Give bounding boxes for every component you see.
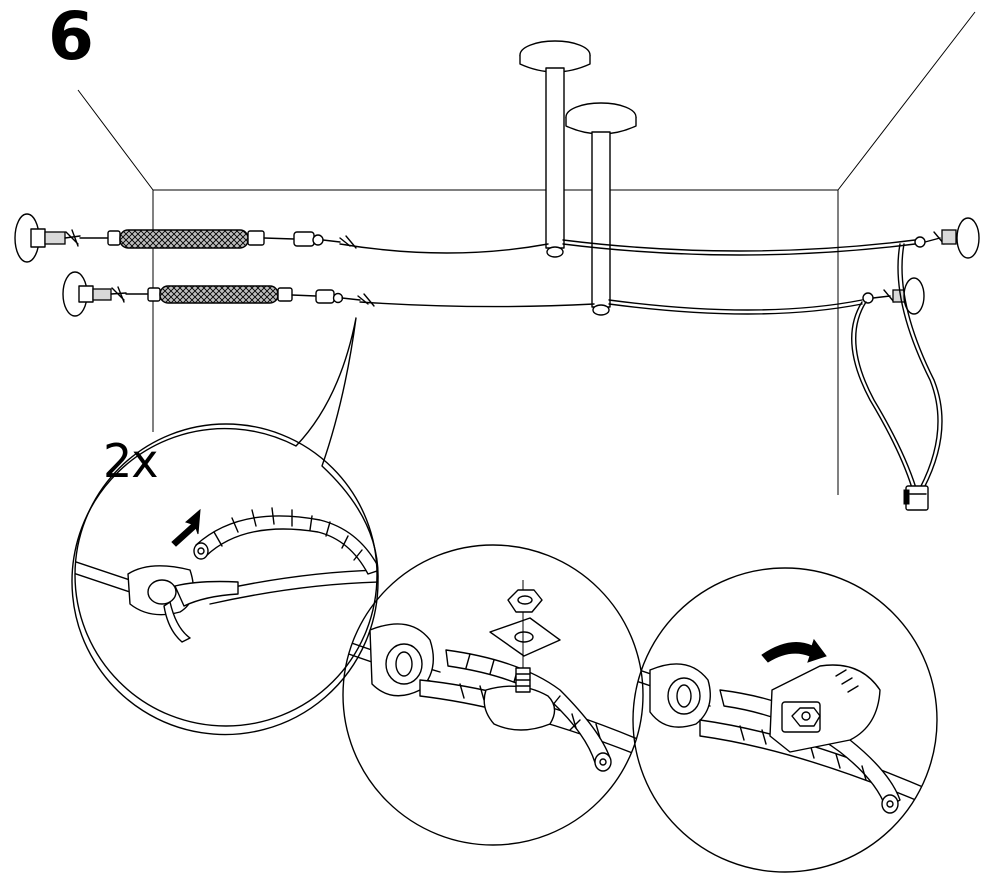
detail-tighten-wrench: [632, 567, 938, 873]
room-corner-lines: [77, 11, 976, 495]
power-lead-connector: [851, 243, 943, 511]
lower-wire-assembly: [62, 271, 925, 317]
ceiling-standoff-right: [565, 102, 637, 316]
detail-thread-wire: [74, 423, 378, 727]
upper-wire-assembly: [14, 213, 980, 263]
step-number: 6: [48, 0, 94, 75]
detail-washer-nut: [342, 544, 644, 846]
ceiling-standoff-left: [519, 40, 591, 258]
quantity-label: 2x: [103, 434, 158, 488]
